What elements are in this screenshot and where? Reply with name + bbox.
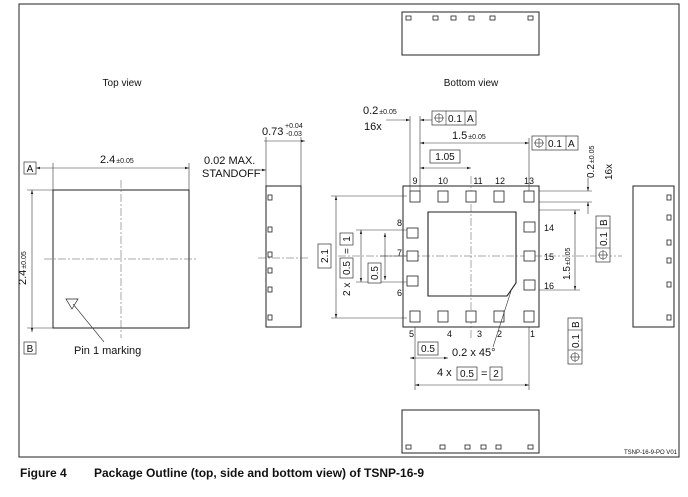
- pin-15: 15: [544, 252, 554, 262]
- svg-text:0.5: 0.5: [370, 266, 381, 280]
- thickness-minus: -0.03: [286, 131, 302, 138]
- pad-width-dim: 0.2±0.05: [363, 105, 397, 117]
- pin1-marking-label: Pin 1 marking: [74, 345, 141, 357]
- pin-14: 14: [544, 223, 554, 233]
- pitch-4x-dim: 4 x 0.5 = 2: [437, 366, 503, 381]
- thickness-dim: 0.73: [262, 126, 283, 138]
- pin-3: 3: [477, 329, 482, 339]
- pin-10: 10: [438, 176, 448, 186]
- pin-5: 5: [409, 329, 414, 339]
- bottom-view-label: Bottom view: [444, 78, 499, 89]
- thickness-plus: +0.04: [285, 123, 303, 130]
- svg-text:4 x: 4 x: [437, 367, 452, 379]
- pitch-2x-dim: 2 x 0.5 = 1: [339, 232, 354, 296]
- svg-text:0.1: 0.1: [571, 334, 582, 348]
- top-view-label: Top view: [103, 78, 143, 89]
- pitch-box-105: [429, 149, 461, 164]
- right-side-view-body: [632, 185, 675, 328]
- overall-dim-21: 2.1: [317, 243, 332, 269]
- svg-text:2 x: 2 x: [342, 283, 353, 296]
- svg-text:A: A: [467, 114, 474, 125]
- bottom-side-view-body: [401, 409, 540, 454]
- right-span-dim: 1.5±0.05: [562, 248, 573, 280]
- svg-text:A: A: [568, 139, 575, 150]
- svg-text:=: =: [481, 368, 487, 380]
- pin-2: 2: [497, 329, 502, 339]
- svg-text:0.5: 0.5: [460, 369, 474, 380]
- pin-16: 16: [544, 281, 554, 291]
- drawing-id: TSNP-16-9-PO V01: [624, 450, 678, 456]
- svg-text:0.1: 0.1: [548, 139, 562, 150]
- svg-text:B: B: [599, 219, 610, 226]
- datum-b-label: B: [27, 344, 34, 355]
- top-width-dim: 2.4±0.05: [100, 154, 134, 166]
- svg-text:0.1: 0.1: [599, 232, 610, 246]
- drawing-frame: [18, 3, 680, 458]
- tol-frame-b-2: 0.1 B: [567, 317, 583, 365]
- pitch-single-dim: 0.5: [367, 262, 382, 284]
- svg-text:0.5: 0.5: [342, 261, 353, 275]
- svg-text:1: 1: [342, 236, 353, 242]
- svg-text:2.1: 2.1: [320, 249, 331, 263]
- figure-number: Figure 4: [20, 466, 67, 480]
- top-height-dim: 2.4±0.05: [17, 251, 29, 285]
- top-span-dim: 1.5±0.05: [452, 130, 486, 142]
- tol-frame-b-1: 0.1 B: [595, 215, 611, 263]
- svg-text:0.5: 0.5: [421, 344, 435, 355]
- chamfer-dim: 0.2 x 45°: [452, 347, 496, 359]
- pin1-marking-triangle: [65, 298, 79, 310]
- pin-12: 12: [495, 176, 505, 186]
- pad-length-dim: 0.2±0.05: [586, 146, 597, 178]
- svg-text:2: 2: [493, 369, 499, 380]
- svg-text:0.1: 0.1: [448, 114, 462, 125]
- standoff-line1: 0.02 MAX.: [204, 155, 255, 167]
- pad-length-count: 16x: [604, 164, 615, 180]
- svg-text:B: B: [571, 321, 582, 328]
- pin-11: 11: [473, 176, 482, 186]
- datum-a-label: A: [27, 164, 34, 175]
- svg-text:=: =: [342, 248, 353, 254]
- pin-7: 7: [397, 248, 402, 258]
- standoff-line2: STANDOFF: [202, 168, 261, 180]
- pad-width-count: 16x: [364, 121, 382, 133]
- figure-caption: Figure 4 Package Outline (top, side and b…: [20, 466, 424, 480]
- exposed-pad: [427, 211, 517, 297]
- pin-6: 6: [397, 288, 402, 298]
- tol-frame-a-2: [531, 135, 579, 151]
- pin-1: 1: [530, 329, 535, 339]
- svg-text:1.05: 1.05: [435, 152, 455, 163]
- datum-b-box: [23, 341, 37, 355]
- pin-8: 8: [397, 218, 402, 228]
- pin-9: 9: [412, 176, 417, 186]
- pitch-bottom-box: [417, 341, 439, 356]
- figure-title: Package Outline (top, side and bottom vi…: [94, 466, 425, 480]
- pin-4: 4: [447, 329, 452, 339]
